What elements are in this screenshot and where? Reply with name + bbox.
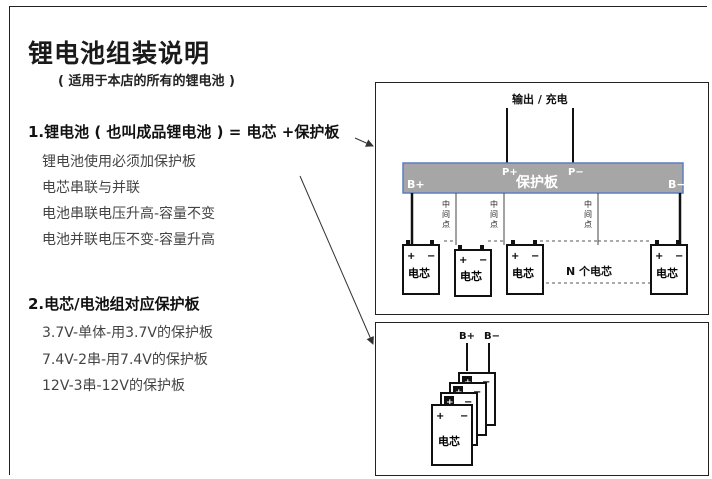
n-cells-label: N 个电芯 — [566, 264, 612, 278]
cell-plus: + — [655, 251, 663, 262]
arrow-to-diagram2 — [299, 175, 374, 345]
section1-item: 电池串联电压升高-容量不变 — [42, 206, 216, 222]
cell-minus: − — [531, 251, 539, 262]
b-plus-label: B+ — [407, 178, 425, 191]
section1-item: 电池并联电压不变-容量升高 — [42, 232, 216, 248]
midpoint-label: 中间点 — [442, 199, 450, 229]
output-charge-label: 输出 / 充电 — [512, 92, 568, 106]
battery-cell: + − 电芯 — [454, 245, 492, 297]
p-minus-label: P− — [568, 167, 584, 178]
cell-plus: + — [511, 251, 519, 262]
arrow-to-diagram1 — [354, 137, 374, 147]
diagram-stacked-cells: B+ B− + − + − + − + − 电芯 — [375, 322, 709, 476]
cell-label: 电芯 — [460, 269, 482, 283]
p-plus-label: P+ — [502, 167, 518, 178]
section2-item: 12V-3串-12V的保护板 — [42, 378, 185, 394]
cell-plus: + — [459, 255, 467, 266]
cell-label: 电芯 — [512, 266, 534, 280]
cell-label: 电芯 — [438, 434, 460, 448]
stacked-battery-cell: + − 电芯 — [431, 404, 473, 466]
page-subtitle: ( 适用于本店的所有的锂电池 ) — [58, 74, 235, 89]
cell-label: 电芯 — [656, 266, 678, 280]
cell-minus: − — [427, 251, 435, 262]
section1-item: 锂电池使用必须加保护板 — [42, 154, 196, 170]
stack-b-minus-label: B− — [484, 331, 500, 342]
svg-text:+: + — [436, 411, 444, 422]
cell-minus: − — [479, 255, 487, 266]
svg-text:−: − — [464, 397, 472, 408]
section2-heading: 2.电芯/电池组对应保护板 — [28, 295, 200, 313]
diagram-protection-board: 输出 / 充电 P+ P− 保护板 B+ B− 中间点 中间点 中间点 — [375, 82, 709, 315]
board-label: 保护板 — [515, 174, 559, 191]
section1-heading: 1.锂电池 ( 也叫成品锂电池 ) = 电芯 +保护板 — [28, 123, 340, 141]
svg-text:+: + — [446, 398, 454, 408]
b-minus-label: B− — [668, 178, 686, 191]
section1-item: 电芯串联与并联 — [42, 180, 140, 196]
page-frame — [9, 6, 707, 475]
battery-cell: + − 电芯 — [506, 240, 544, 295]
battery-cell: + − 电芯 — [402, 240, 440, 295]
cell-label: 电芯 — [408, 266, 430, 280]
stack-b-plus-label: B+ — [459, 331, 475, 342]
midpoint-label: 中间点 — [490, 199, 498, 229]
battery-cell: + − 电芯 — [650, 240, 688, 295]
section2-item: 3.7V-单体-用3.7V的保护板 — [42, 325, 213, 341]
svg-text:−: − — [460, 411, 468, 422]
section2-item: 7.4V-2串-用7.4V的保护板 — [42, 352, 208, 368]
midpoint-label: 中间点 — [584, 199, 592, 229]
page-title: 锂电池组装说明 — [28, 39, 211, 68]
cell-plus: + — [407, 251, 415, 262]
protection-board — [402, 162, 684, 194]
cell-minus: − — [675, 251, 683, 262]
